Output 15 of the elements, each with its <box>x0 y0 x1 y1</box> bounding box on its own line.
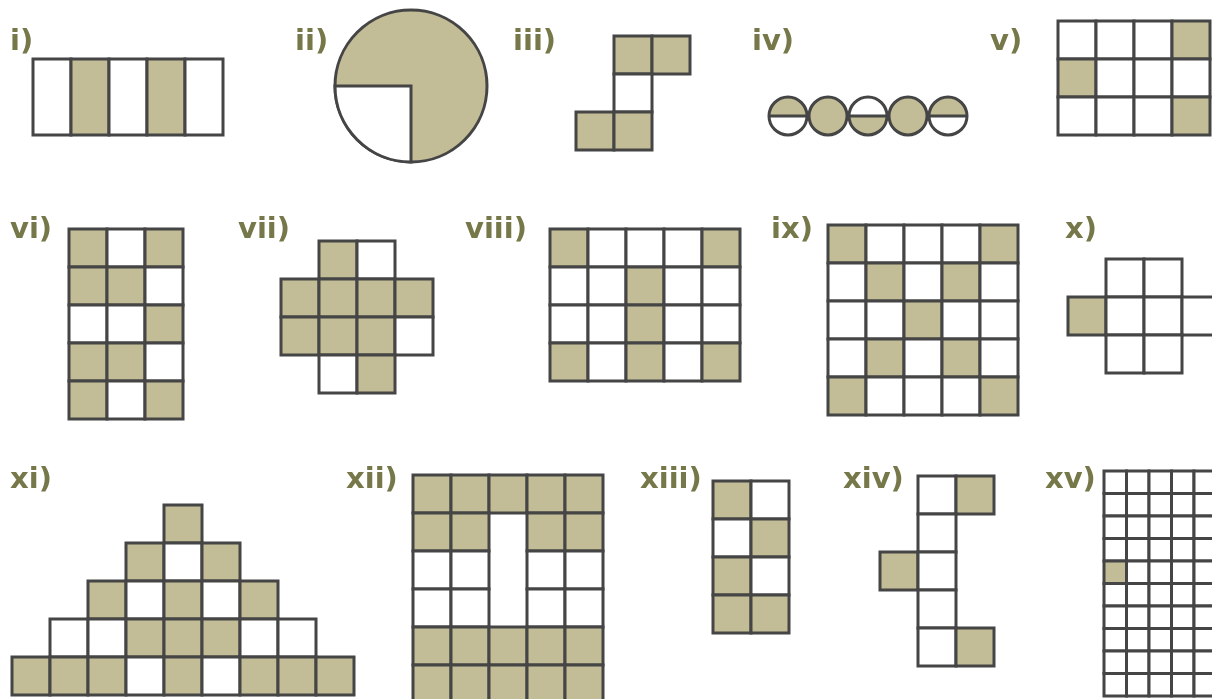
figure-label: ix) <box>771 214 813 243</box>
figure-label: xii) <box>346 464 398 493</box>
figure-label: xv) <box>1045 464 1096 493</box>
figure-label: iii) <box>513 26 557 55</box>
figure-label: xiii) <box>640 464 702 493</box>
figure-label: ii) <box>295 26 329 55</box>
figure-label: v) <box>990 26 1023 55</box>
figure-label: x) <box>1065 214 1097 243</box>
figure-label: xiv) <box>843 464 904 493</box>
figure-label: vi) <box>10 214 53 243</box>
figure-label: xi) <box>10 464 52 493</box>
figure-label: vii) <box>238 214 291 243</box>
figure-label: iv) <box>752 26 795 55</box>
figure-label: i) <box>10 26 34 55</box>
figure-label: viii) <box>465 214 527 243</box>
